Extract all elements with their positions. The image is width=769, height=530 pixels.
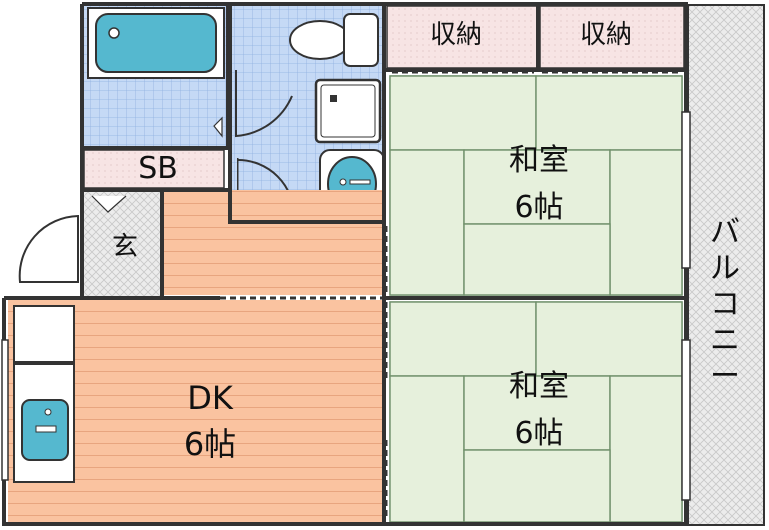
room-name-dk: DK	[187, 379, 233, 417]
room-name-japanese: 和室	[509, 143, 569, 178]
sliding-doors	[220, 70, 682, 520]
balcony-char: ー	[710, 359, 740, 394]
room-name-japanese: 和室	[509, 369, 569, 404]
tatami-room-bottom	[389, 301, 683, 523]
storage-label: 収納	[429, 20, 482, 50]
balcony-char: ニ	[710, 323, 740, 358]
shoe-box-label: SB	[138, 151, 178, 186]
entrance-label: 玄	[111, 232, 138, 262]
washing-machine-pan-icon	[314, 78, 382, 144]
windows	[1, 111, 691, 501]
room-size: 6帖	[183, 425, 237, 463]
balcony-char: バ	[710, 215, 740, 250]
bathtub-icon	[95, 13, 217, 73]
hallway-floor	[164, 190, 384, 295]
storage-label: 収納	[579, 20, 632, 50]
kitchen-counter	[13, 305, 75, 483]
room-size: 6帖	[514, 416, 564, 451]
storage-closets	[386, 5, 685, 69]
room-size: 6帖	[514, 190, 564, 225]
entrance	[18, 190, 223, 296]
balcony	[687, 4, 765, 526]
toilet-icon	[289, 13, 379, 67]
balcony-label: バ ル コ ニ ー	[700, 218, 750, 392]
tatami-room-top	[389, 75, 683, 296]
balcony-char: ル	[710, 251, 740, 286]
balcony-char: コ	[710, 287, 740, 322]
